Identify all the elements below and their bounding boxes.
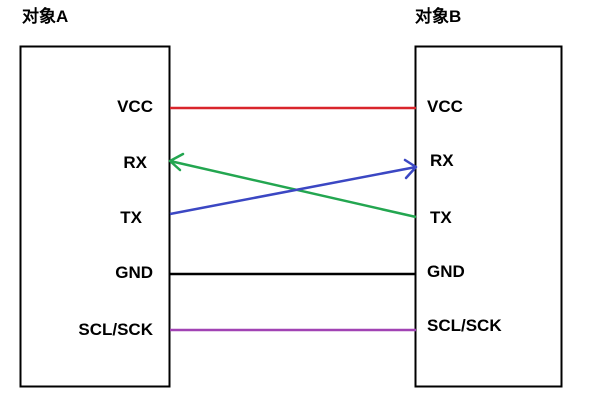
tx-wire [169, 165, 417, 216]
device-b-pin-scl-sck: SCL/SCK [427, 316, 502, 335]
device-a-pin-rx: RX [123, 153, 147, 172]
device-a-box [19, 45, 171, 388]
device-a-pin-vcc: VCC [117, 97, 153, 116]
device-b-title: 对象B [415, 7, 462, 26]
device-a-pin-tx: TX [120, 208, 142, 227]
device-b-pin-tx: TX [430, 208, 452, 227]
device-a-title: 对象A [22, 7, 69, 26]
device-b-box [414, 45, 563, 388]
rx-wire [169, 159, 417, 219]
device-b-pin-rx: RX [430, 151, 454, 170]
arrowhead-to-b-rx [403, 158, 418, 180]
device-a-pin-gnd: GND [115, 263, 153, 282]
device-b-pin-vcc: VCC [427, 97, 463, 116]
device-a-pin-scl-sck: SCL/SCK [78, 320, 153, 339]
arrowhead-to-a-rx [168, 152, 185, 172]
device-b-pin-gnd: GND [427, 262, 465, 281]
